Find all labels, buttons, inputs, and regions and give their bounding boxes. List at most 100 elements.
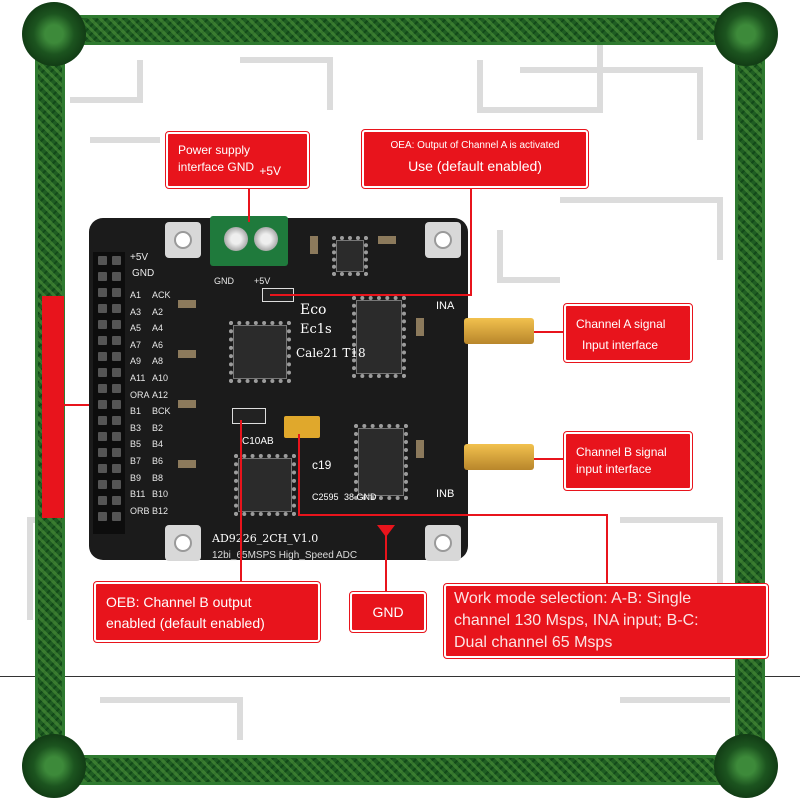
channel-b-callout: Channel B signal input interface [563, 431, 693, 491]
header-pin [98, 416, 107, 425]
gnd-arrow [377, 525, 395, 537]
oeb-line2: enabled (default enabled) [106, 615, 265, 631]
terminal-gnd-label: GND [214, 276, 234, 286]
header-pin [112, 304, 121, 313]
pin-label-right: A4 [152, 323, 164, 334]
pin-label-right: B8 [152, 472, 164, 483]
terminal-screw-right [254, 227, 278, 251]
header-pin [112, 464, 121, 473]
header-pin [112, 368, 121, 377]
wire-work-mode-h [298, 514, 608, 516]
terminal-screw-left [224, 227, 248, 251]
header-pin [98, 480, 107, 489]
terminal-5v-label: +5V [254, 276, 271, 286]
header-pin [112, 400, 121, 409]
work-mode-callout: Work mode selection: A-B: Single channel… [443, 583, 769, 659]
header-5v-label: +5V [130, 252, 149, 263]
mounting-hole-top-right [425, 222, 461, 258]
header-pin [98, 320, 107, 329]
pin-label-left: B5 [130, 439, 142, 450]
pin-label-right: B10 [152, 489, 169, 500]
oeb-jumper [232, 408, 266, 424]
garland-corner-top-left [22, 2, 86, 66]
adc-chip-b [234, 454, 296, 516]
ina-label: INA [436, 300, 455, 312]
ec1s-label: Ec1s [300, 322, 332, 337]
header-pin [98, 304, 107, 313]
header-pin [98, 384, 107, 393]
pin-label-right: B6 [152, 456, 164, 466]
pin-label-left: B7 [130, 456, 142, 466]
gnd-callout-text: GND [372, 604, 404, 620]
header-pin [98, 496, 107, 505]
garland-corner-top-right [714, 2, 778, 66]
pin-label-left: ORA [130, 389, 150, 400]
oea-line2: Use (default enabled) [408, 158, 542, 174]
smd-component [310, 236, 318, 254]
sma-connector-b [464, 444, 534, 470]
c2595-label: C2595 [312, 492, 339, 502]
smd-component [178, 400, 196, 408]
garland-corner-bottom-right [714, 734, 778, 798]
left-red-wire [64, 404, 94, 406]
opamp-chip-a [352, 296, 406, 378]
smd-component [178, 460, 196, 468]
power-supply-line1: Power supply [178, 143, 251, 157]
work-mode-line2: channel 130 Msps, INA input; B-C: [454, 612, 699, 629]
header-pin [112, 288, 121, 297]
work-mode-line1: Work mode selection: A-B: Single [454, 590, 692, 607]
header-pin [112, 496, 121, 505]
pin-label-left: A7 [130, 339, 142, 350]
wire-oeb [240, 420, 242, 584]
channel-a-line1: Channel A signal [576, 317, 666, 331]
power-supply-5v: +5V [259, 164, 282, 178]
mounting-hole-bottom-left [165, 525, 201, 561]
smd-component [378, 236, 396, 244]
power-supply-callout: Power supply interface GND +5V [165, 131, 310, 189]
header-pin [98, 336, 107, 345]
header-pin [98, 464, 107, 473]
wire-oea-vertical [470, 186, 472, 296]
gnd-small-label: 38 GND [344, 492, 377, 502]
header-pin [112, 272, 121, 281]
pin-label-left: A5 [130, 323, 142, 334]
pin-label-left: ORB [130, 505, 150, 516]
header-pin [112, 432, 121, 441]
smd-component [178, 350, 196, 358]
header-pin [112, 256, 121, 265]
oeb-line1: OEB: Channel B output [106, 594, 252, 610]
cale-label: Cale21 T18 [296, 346, 366, 360]
header-pin [112, 352, 121, 361]
eco-label: Eco [300, 302, 327, 318]
channel-b-line2: input interface [576, 462, 652, 476]
header-pin [98, 512, 107, 521]
header-pin [112, 512, 121, 521]
wire-power [248, 186, 250, 222]
work-mode-line3: Dual channel 65 Msps [454, 634, 613, 651]
pin-label-right: A2 [152, 306, 164, 317]
header-pin [98, 400, 107, 409]
channel-a-line2: Input interface [582, 338, 659, 352]
header-pin [112, 416, 121, 425]
header-gnd-label: GND [132, 268, 155, 279]
pin-label-right: BCK [152, 406, 171, 417]
adc-chip-a [229, 321, 291, 383]
pin-label-left: B1 [130, 406, 142, 417]
smd-component [178, 300, 196, 308]
sma-connector-a [464, 318, 534, 344]
header-pin [98, 448, 107, 457]
pin-label-left: B3 [130, 422, 142, 433]
header-pin [98, 272, 107, 281]
channel-b-line1: Channel B signal [576, 445, 667, 459]
oea-line1: OEA: Output of Channel A is activated [390, 140, 560, 151]
screw-terminal [210, 216, 288, 266]
pin-label-right: B2 [152, 422, 164, 433]
left-red-bar [42, 296, 64, 518]
power-supply-line2: interface GND [178, 160, 255, 174]
inb-label: INB [436, 488, 455, 500]
header-pin [112, 320, 121, 329]
pin-label-left: A3 [130, 306, 142, 317]
mounting-hole-top-left [165, 222, 201, 258]
header-pin [112, 448, 121, 457]
gnd-callout: GND [349, 591, 427, 633]
